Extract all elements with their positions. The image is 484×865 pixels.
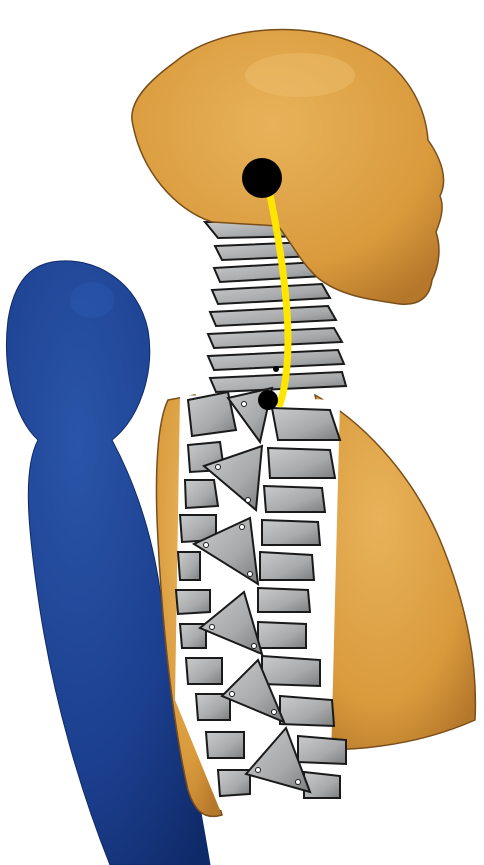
process-dot <box>210 625 215 630</box>
vertebra-block <box>258 622 306 648</box>
thoracic-spine <box>175 388 346 810</box>
process-dot <box>240 525 245 530</box>
process-dot <box>296 780 301 785</box>
neck-disc-6 <box>208 328 342 348</box>
vertebra-block <box>304 772 340 798</box>
vertebra-block <box>206 732 244 758</box>
process-dot <box>216 465 221 470</box>
neck-disc-8 <box>210 372 346 392</box>
process-dot <box>252 644 257 649</box>
headrest-highlight <box>70 282 114 318</box>
vertebra-block <box>260 552 314 580</box>
vertebra-block <box>185 480 218 508</box>
neck-disc-4 <box>212 284 330 304</box>
vertebra-block <box>178 552 200 580</box>
vertebra-block <box>280 696 334 726</box>
process-dot <box>246 498 251 503</box>
vertebra-block <box>264 486 325 512</box>
vertebra-block <box>258 588 310 612</box>
process-dot <box>272 710 277 715</box>
process-dot <box>204 543 209 548</box>
vertebra-block <box>262 656 320 686</box>
head-highlight <box>245 53 355 97</box>
vertebra-block <box>298 736 346 764</box>
vertebra-block <box>272 408 340 440</box>
vertebra-block <box>262 520 320 545</box>
neck-disc-5 <box>210 306 336 326</box>
process-dot <box>248 572 253 577</box>
process-dot <box>242 402 247 407</box>
small-joint-marker <box>273 366 279 372</box>
process-dot <box>256 768 261 773</box>
upper-joint <box>242 158 282 198</box>
vertebra-block <box>176 590 210 614</box>
vertebra-block <box>268 448 335 478</box>
lower-joint <box>258 390 278 410</box>
vertebra-block <box>186 658 222 684</box>
process-dot <box>230 692 235 697</box>
